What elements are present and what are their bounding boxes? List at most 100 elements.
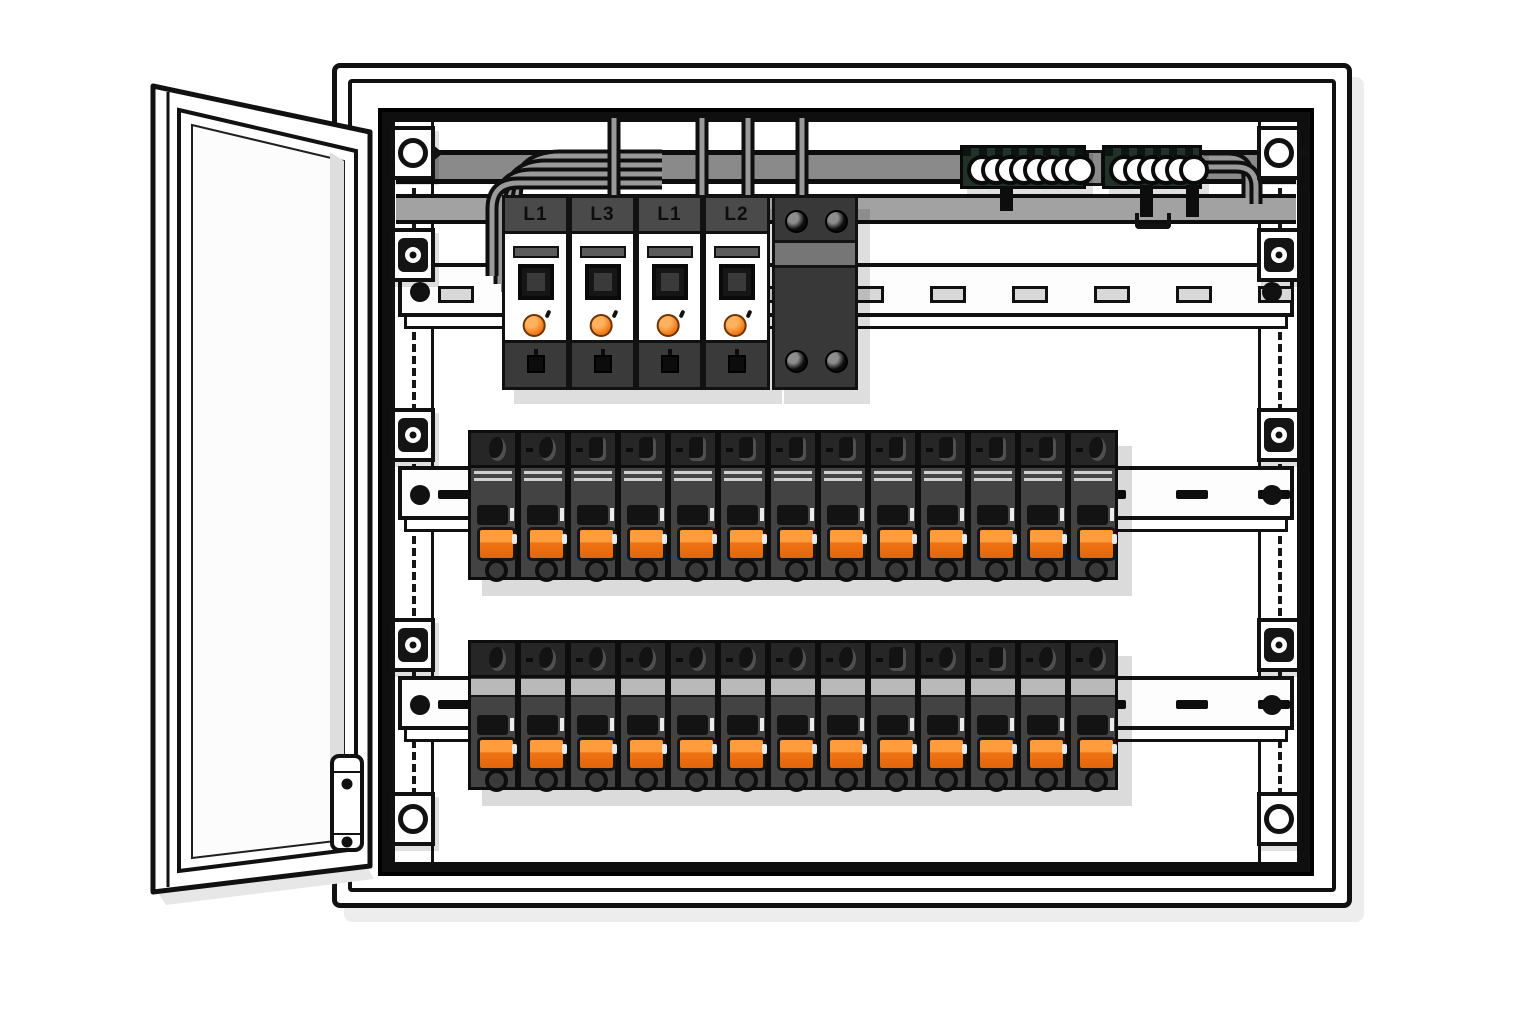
breaker-top-terminal [689,437,706,461]
breaker-toggle-glint [962,744,967,754]
contactor-screw [785,210,808,233]
breaker-recess [577,715,608,735]
breaker-recess-tick [860,718,864,731]
breaker-toggle-switch [577,737,616,771]
spd-module: L2 [703,195,770,390]
terminal-mounting-tab [1186,185,1199,217]
breaker-highlight-line [874,478,912,481]
breaker-top-terminal [689,647,706,671]
breaker-toggle-switch [827,527,866,561]
breaker-terminal-dash [1026,658,1033,662]
breaker-top-terminal [489,647,506,671]
breaker-bottom-terminal [985,559,1008,582]
breaker-highlight-line [574,478,612,481]
breaker-terminal-dash [576,448,583,452]
bracket-target [1264,418,1294,452]
rail-end-dot [1262,485,1282,505]
breaker-recess [677,505,708,525]
breaker-recess-tick [1060,508,1064,521]
breaker-recess [1077,715,1108,735]
breaker-recess [627,505,658,525]
breaker-cap [471,433,515,468]
contactor-screw [785,350,808,373]
breaker-cap [921,433,965,468]
breaker-terminal-dash [526,448,533,452]
circuit-breaker [568,430,618,582]
breaker-toggle-switch [477,527,516,561]
spd-terminal [660,355,679,373]
mounting-bracket-target [391,228,435,282]
breaker-recess [827,715,858,735]
breaker-toggle-glint [662,744,667,754]
breaker-highlight-line [724,478,762,481]
circuit-breaker [918,640,968,792]
breaker-bottom-terminal [835,559,858,582]
bracket-target [398,418,428,452]
breaker-top-terminal [989,647,1006,671]
breaker-top-terminal [889,437,906,461]
breaker-cap [721,433,765,468]
circuit-breaker [1068,640,1118,792]
breaker-cap [621,433,665,468]
breaker-highlight-line [924,478,962,481]
breaker-bottom-terminal [835,769,858,792]
breaker-cap [1071,643,1115,678]
breaker-recess-tick [610,718,614,731]
breaker-highlight-band [821,679,865,697]
breaker-highlight-line [1074,478,1112,481]
bracket-screw-ring [398,804,428,834]
breaker-highlight-band [721,679,765,697]
breaker-toggle-glint [1112,534,1117,544]
breaker-highlight-band [871,679,915,697]
breaker-cap [1021,643,1065,678]
circuit-breaker [618,640,668,792]
breaker-highlight-line [474,471,512,474]
rail-slot [930,286,966,303]
mounting-bracket-target [1257,408,1301,462]
door-panel-shade [330,152,344,847]
spd-window [651,264,688,300]
breaker-cap [921,643,965,678]
circuit-breaker [718,640,768,792]
breaker-recess-tick [760,718,764,731]
breaker-toggle-glint [662,534,667,544]
rail-slot [1176,700,1208,709]
breaker-top-terminal [489,437,506,461]
terminal-circle [1065,155,1095,185]
rail-slot [438,286,474,303]
breaker-bottom-terminal [485,769,508,792]
breaker-cap [971,643,1015,678]
hinge-screw [341,836,353,848]
terminal-block-teeth [963,148,1083,156]
breaker-toggle-glint [562,744,567,754]
circuit-breaker [718,430,768,582]
breaker-toggle-glint [612,744,617,754]
breaker-top-terminal [739,647,756,671]
breaker-toggle-glint [912,744,917,754]
breaker-terminal-dash [976,448,983,452]
spd-window [718,264,755,300]
spd-indicator-orange [589,314,613,337]
breaker-toggle-glint [712,744,717,754]
breaker-cap [871,433,915,468]
breaker-recess [527,505,558,525]
breaker-bottom-terminal [935,769,958,792]
breaker-recess [1027,505,1058,525]
contactor-screw [825,350,848,373]
breaker-recess-tick [960,508,964,521]
breaker-terminal-dash [926,658,933,662]
breaker-top-terminal [1089,437,1106,461]
breaker-recess-tick [510,718,514,731]
spd-label: L1 [523,203,548,225]
breaker-terminal-dash [676,448,683,452]
mounting-bracket-ring [1257,792,1301,846]
breaker-terminal-dash [976,658,983,662]
breaker-bottom-terminal [485,559,508,582]
breaker-cap [571,643,615,678]
breaker-recess-tick [660,718,664,731]
circuit-breaker [518,430,568,582]
breaker-bottom-terminal [1035,769,1058,792]
breaker-top-terminal [989,437,1006,461]
